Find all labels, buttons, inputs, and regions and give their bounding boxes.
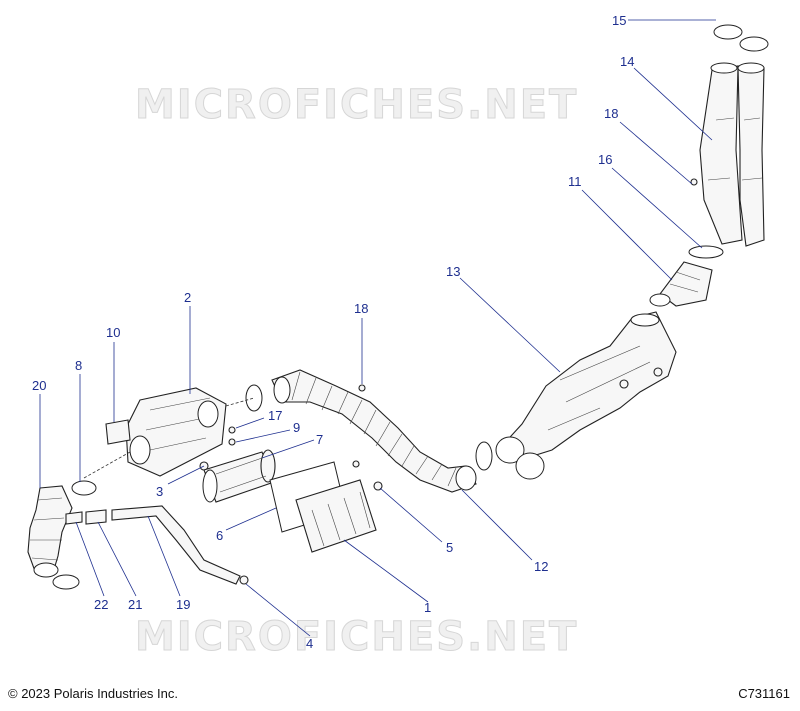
airbox-2-part — [125, 387, 227, 477]
callout-19: 19 — [176, 597, 190, 612]
watermark-bottom: MICROFICHES.NET — [135, 614, 578, 660]
air-filter-7-part — [202, 449, 276, 503]
fitting-21-part — [85, 509, 107, 525]
callout-18-lower: 18 — [354, 301, 368, 316]
y-splitter-duct-13-part — [495, 311, 677, 480]
callout-5: 5 — [446, 540, 453, 555]
watermark-top: MICROFICHES.NET — [135, 82, 578, 128]
leader-lines — [39, 19, 716, 637]
callout-10: 10 — [106, 325, 120, 340]
callout-15: 15 — [612, 13, 626, 28]
callout-9: 9 — [293, 420, 300, 435]
diagram-code: C731161 — [738, 686, 790, 701]
callout-numbers: 15 14 18 16 11 13 18 2 10 8 20 17 9 7 3 … — [32, 13, 634, 651]
corrugated-hose-12-part — [271, 369, 477, 493]
callout-13: 13 — [446, 264, 460, 279]
callout-7: 7 — [316, 432, 323, 447]
drain-tube-19-part — [111, 505, 241, 585]
callout-20: 20 — [32, 378, 46, 393]
fastener-5b-part — [352, 460, 360, 468]
callout-21: 21 — [128, 597, 142, 612]
screw-18-upper-part — [690, 178, 698, 186]
copyright-text: © 2023 Polaris Industries Inc. — [8, 686, 178, 701]
callout-8: 8 — [75, 358, 82, 373]
callout-11: 11 — [568, 174, 582, 189]
fastener-17-part — [228, 426, 236, 434]
callout-4: 4 — [306, 636, 313, 651]
clamp-16-part — [688, 245, 724, 259]
boot-coupler-11-part — [649, 261, 713, 307]
clamp-airbox-outlet-part — [245, 384, 263, 412]
twin-intake-tube-part — [699, 62, 765, 247]
clamp-12-end-part — [475, 441, 493, 471]
clamp-20-lower-part — [52, 574, 80, 590]
callout-18-upper: 18 — [604, 106, 618, 121]
fitting-4-part — [239, 575, 249, 585]
callout-16: 16 — [598, 152, 612, 167]
callout-1: 1 — [424, 600, 431, 615]
callout-6: 6 — [216, 528, 223, 543]
fastener-9-part — [228, 438, 236, 446]
callout-2: 2 — [184, 290, 191, 305]
callout-17: 17 — [268, 408, 282, 423]
screw-18-lower-part — [358, 384, 366, 392]
clamp-8-part — [71, 480, 97, 496]
fitting-22-part — [65, 511, 83, 525]
lower-intake-hose-20-part — [27, 485, 73, 578]
callout-12: 12 — [534, 559, 548, 574]
callout-22: 22 — [94, 597, 108, 612]
inlet-stub-10-part — [105, 419, 131, 445]
callout-14: 14 — [620, 54, 634, 69]
clamp-15-part — [713, 24, 769, 52]
callout-3: 3 — [156, 484, 163, 499]
airbox-cover-1-part — [295, 479, 377, 553]
